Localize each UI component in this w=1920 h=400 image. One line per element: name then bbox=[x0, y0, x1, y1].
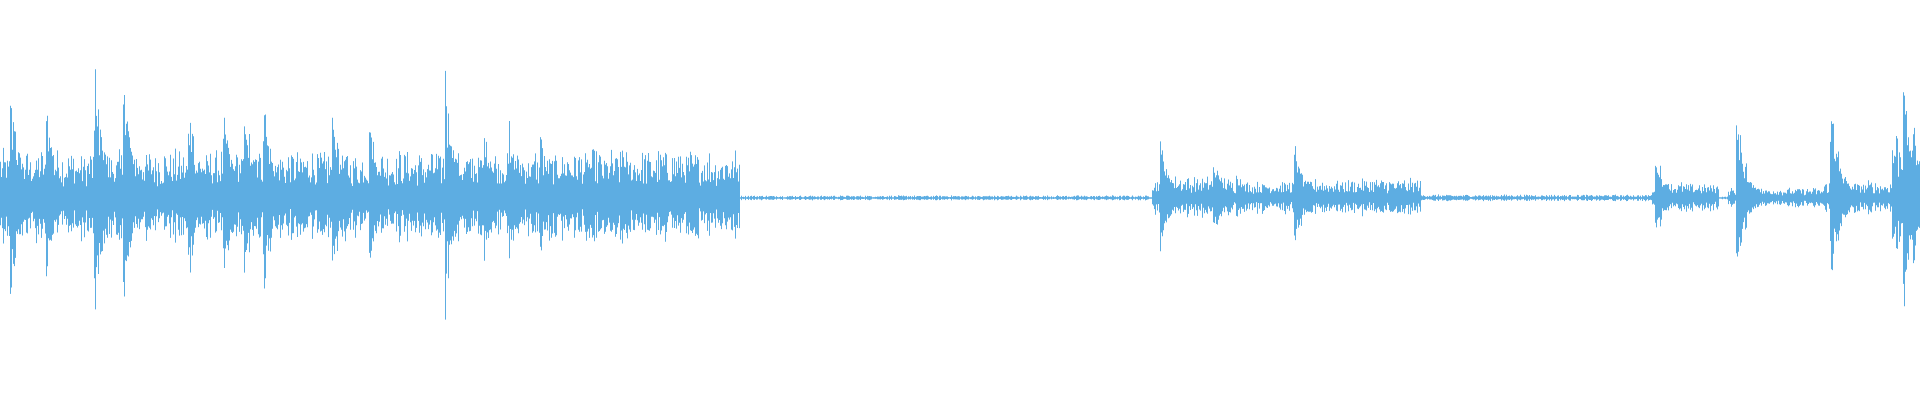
waveform-path bbox=[0, 69, 1920, 320]
waveform-peaks bbox=[0, 69, 1920, 320]
